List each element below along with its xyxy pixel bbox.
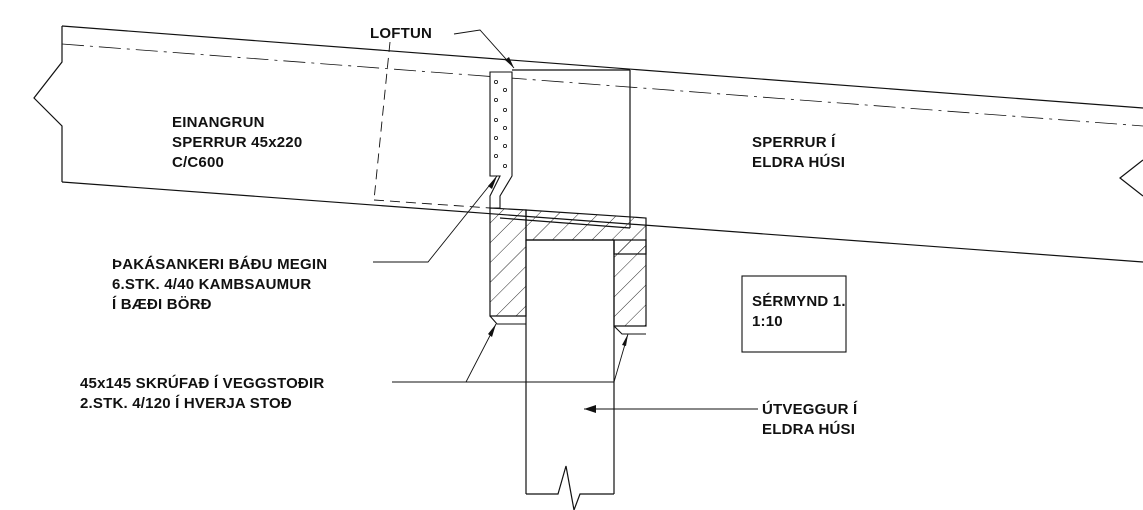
- break-symbol-left: [33, 26, 63, 182]
- label-utveggur: ÚTVEGGUR Í ELDRA HÚSI: [762, 401, 858, 438]
- title-box-frame: [741, 275, 847, 353]
- leader-skrufad-right: [466, 333, 629, 383]
- hatched-boards: [489, 207, 647, 327]
- label-thakasankeri: ÞAKÁSANKERI BÁÐU MEGIN 6.STK. 4/40 KAMBS…: [112, 256, 328, 313]
- label-sperrur-eldra: SPERRUR Í ELDRA HÚSI: [752, 134, 846, 171]
- leader-loftun: [453, 29, 515, 69]
- leader-thakasankeri: [373, 175, 498, 263]
- arrowhead-skrufad-left: [488, 324, 496, 337]
- arrowhead-loftun: [505, 57, 514, 68]
- label-einangrun: EINANGRUN SPERRUR 45x220 C/C600: [172, 114, 303, 171]
- title-box-scale: 1:10: [752, 313, 783, 330]
- leader-skrufad: [392, 323, 497, 383]
- arrowhead-skrufad-right: [622, 334, 628, 346]
- arrowhead-utveggur: [584, 405, 596, 413]
- label-loftun: LOFTUN: [370, 25, 433, 42]
- arrowhead-thakasankeri: [488, 176, 497, 189]
- board-ledges: [489, 315, 646, 335]
- label-skrufad: 45x145 SKRÚFAÐ Í VEGGSTOÐIR 2.STK. 4/120…: [80, 375, 325, 412]
- title-box-title: SÉRMYND 1.: [752, 293, 846, 310]
- new-rafter-block: [499, 69, 631, 229]
- break-symbol-right: [1119, 159, 1143, 197]
- title-box: SÉRMYND 1. 1:10: [752, 292, 846, 332]
- existing-rafter-dashed: [373, 41, 491, 209]
- rafter-centerline: [61, 43, 1143, 127]
- connector-plate: [489, 71, 513, 209]
- existing-wall: [525, 240, 615, 510]
- nail-holes: [493, 80, 507, 168]
